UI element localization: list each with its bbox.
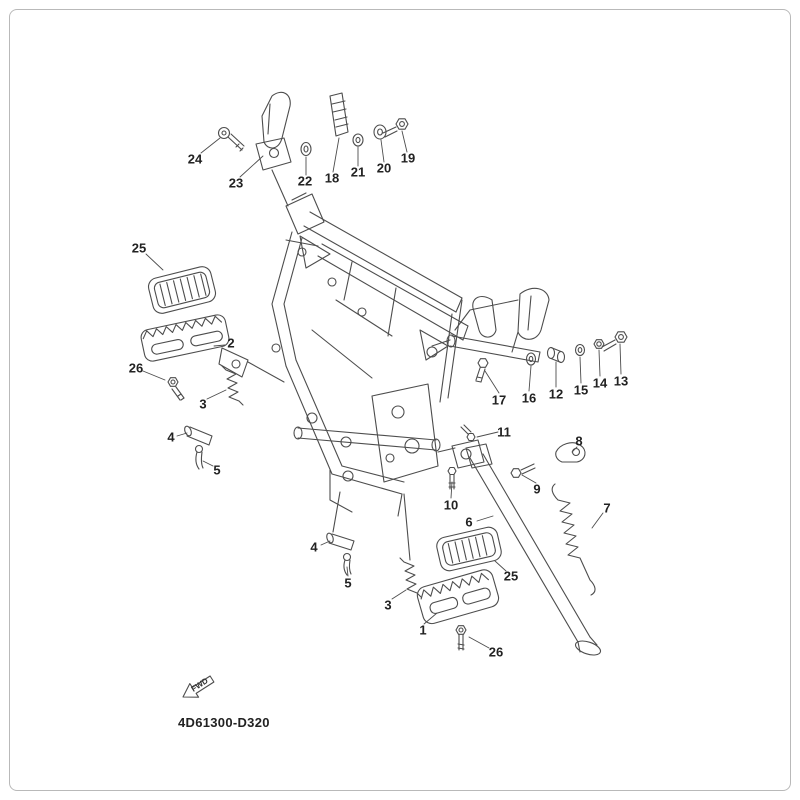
stand-pivot-bracket — [451, 439, 485, 469]
part-label-3-left: 3 — [199, 396, 207, 412]
spring-3-bottom — [399, 557, 422, 598]
part-label-4-left: 4 — [167, 429, 175, 445]
washer-15 — [574, 343, 586, 357]
part-label-23: 23 — [228, 175, 244, 191]
part-label-26-left: 26 — [128, 360, 144, 376]
pin-4-left — [184, 425, 213, 446]
cotter-pin-5-left — [194, 444, 204, 470]
washer-21 — [352, 133, 364, 147]
part-label-11: 11 — [497, 424, 511, 440]
footrest-rubber-25-left — [147, 266, 217, 314]
part-label-21: 21 — [350, 164, 366, 180]
stand-spring-7 — [551, 483, 596, 596]
part-label-8: 8 — [575, 433, 583, 449]
part-label-3-bottom: 3 — [384, 597, 392, 613]
page-border — [9, 9, 791, 791]
bolt-9 — [510, 463, 536, 478]
bolt-24 — [217, 126, 245, 152]
top-lever-assembly — [217, 91, 409, 207]
pin-4-bottom — [326, 532, 355, 551]
leader-lines — [142, 130, 622, 649]
bolt-11 — [460, 424, 476, 442]
lever-bracket — [255, 137, 292, 171]
footrest-rubber-25-bottom — [436, 526, 502, 572]
part-label-20: 20 — [376, 160, 392, 176]
footrest-1 — [416, 569, 500, 625]
left-footrest-assembly — [140, 266, 285, 470]
bolt-17 — [475, 358, 489, 383]
part-label-14: 14 — [592, 375, 608, 391]
part-label-9: 9 — [533, 481, 541, 497]
footrest-2 — [140, 314, 230, 362]
part-label-2: 2 — [227, 335, 235, 351]
washer-22 — [300, 141, 312, 157]
part-label-5-bottom: 5 — [344, 575, 352, 591]
nut-14 — [593, 339, 605, 349]
part-label-1: 1 — [419, 622, 427, 638]
motorcycle-frame — [271, 192, 469, 561]
spring-3-left — [221, 365, 244, 406]
part-label-4-bottom: 4 — [310, 539, 318, 555]
bolt-26-bottom — [455, 625, 467, 651]
part-label-16: 16 — [521, 390, 537, 406]
part-label-22: 22 — [297, 173, 313, 189]
part-label-10: 10 — [443, 497, 459, 513]
part-label-18: 18 — [324, 170, 340, 186]
side-stand-assembly — [447, 424, 602, 656]
part-label-25-bottom: 25 — [503, 568, 519, 584]
side-stand-6 — [465, 443, 602, 656]
collar-12 — [546, 346, 566, 364]
cotter-pin-5-bottom — [342, 552, 352, 576]
bolt-19 — [382, 118, 409, 138]
part-label-25-left: 25 — [131, 240, 147, 256]
footrest-2-bracket — [218, 347, 249, 378]
part-label-15: 15 — [573, 382, 589, 398]
part-label-7: 7 — [603, 500, 611, 516]
part-label-12: 12 — [548, 386, 564, 402]
diagram-code: 4D61300-D320 — [178, 715, 270, 730]
part-label-19: 19 — [400, 150, 416, 166]
part-label-17: 17 — [491, 392, 507, 408]
bottom-footrest-assembly — [326, 526, 502, 651]
bolt-13 — [601, 331, 628, 352]
rear-footrest-assembly — [431, 287, 628, 383]
fwd-arrow: FWD — [182, 675, 215, 698]
washer-16 — [525, 352, 537, 366]
footrest-18-edge — [329, 92, 349, 137]
part-label-5-left: 5 — [213, 462, 221, 478]
part-label-26-bottom: 26 — [488, 644, 504, 660]
rear-lever-blade — [517, 287, 550, 340]
rear-lever-blade-2 — [472, 296, 497, 338]
part-label-24: 24 — [187, 151, 203, 167]
bolt-26-left — [167, 377, 185, 401]
part-label-6: 6 — [465, 514, 473, 530]
part-label-13: 13 — [613, 373, 629, 389]
